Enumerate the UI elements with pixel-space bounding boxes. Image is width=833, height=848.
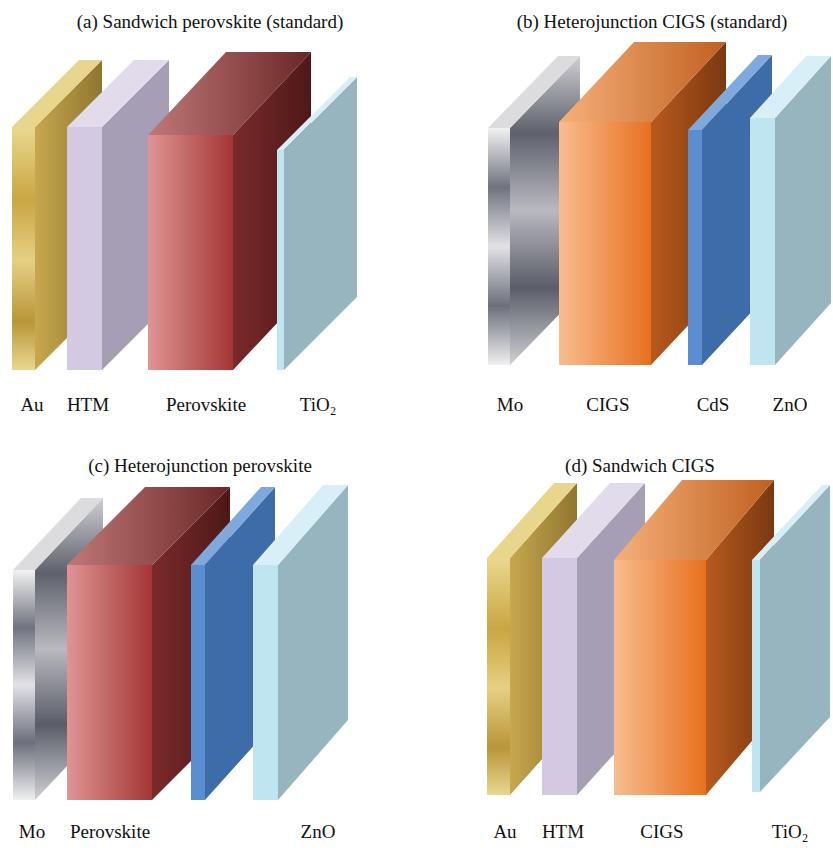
slab-top [67,60,169,127]
slab-top [559,42,726,122]
slab-top [614,480,774,560]
layer-slab [750,56,831,365]
panel-title: (b) Heterojunction CIGS (standard) [517,12,788,33]
layer-label: Au [493,822,516,843]
layer-label: CIGS [640,822,683,843]
slab-top [253,485,348,565]
layer-slab [614,480,774,795]
slab-front [12,127,35,370]
layer-label: TiO₂ [772,822,809,843]
slab-front [191,565,205,800]
layer-label: CIGS [586,395,629,416]
slab-side [760,485,830,792]
slab-top [148,52,311,135]
slab-side [284,77,357,370]
layer-label: ZnO [301,822,336,843]
panel-title: (a) Sandwich perovskite (standard) [77,12,343,33]
layer-slab [487,483,577,795]
slab-front [253,565,278,800]
slab-front [488,128,510,365]
layer-label: HTM [67,395,109,416]
layer-label: HTM [542,822,584,843]
slab-front [67,127,102,370]
layer-slab [253,485,348,800]
slab-front [559,122,651,365]
layer-label: Perovskite [166,395,246,416]
slab-top [752,485,830,560]
panel-title: (d) Sandwich CIGS [565,456,715,477]
slab-front [13,570,35,800]
slab-front [487,558,510,795]
slab-top [191,487,275,565]
layer-slab [277,77,357,370]
slab-front [688,130,702,365]
slab-front [752,560,760,792]
slab-front [542,558,577,795]
layer-label: Au [20,395,43,416]
slab-front [277,150,284,370]
layer-label: Mo [497,395,523,416]
layer-label: Perovskite [70,822,150,843]
layer-slab [752,485,830,792]
slab-front [614,560,706,795]
panel-title: (c) Heterojunction perovskite [88,456,312,477]
layer-label: Mo [19,822,45,843]
layer-label: TiO₂ [300,395,337,416]
layer-label: ZnO [773,395,808,416]
slab-top [277,77,357,150]
layer-slab [559,42,726,365]
layer-label: CdS [697,395,730,416]
slab-front [750,118,775,365]
slab-front [148,135,233,370]
slab-front [67,565,152,800]
slab-top [750,56,831,118]
